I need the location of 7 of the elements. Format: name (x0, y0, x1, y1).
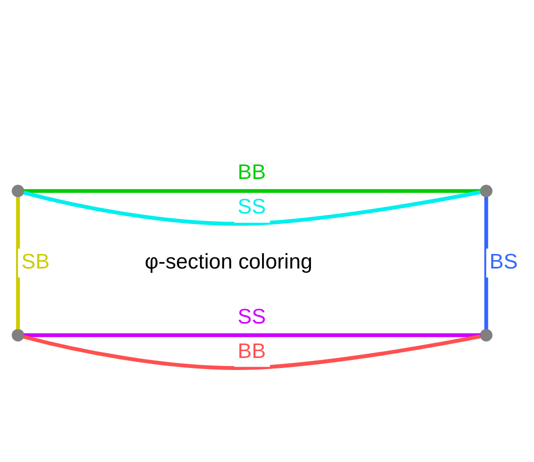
label: φ-section coloring (144, 250, 312, 273)
edge-label: SS (238, 304, 266, 328)
edge-label: SB (21, 250, 50, 273)
edge-label: BS (490, 250, 518, 273)
edge-label: BB (238, 160, 266, 184)
edge-label: SS (238, 195, 266, 218)
edge-label: BB (238, 339, 266, 362)
